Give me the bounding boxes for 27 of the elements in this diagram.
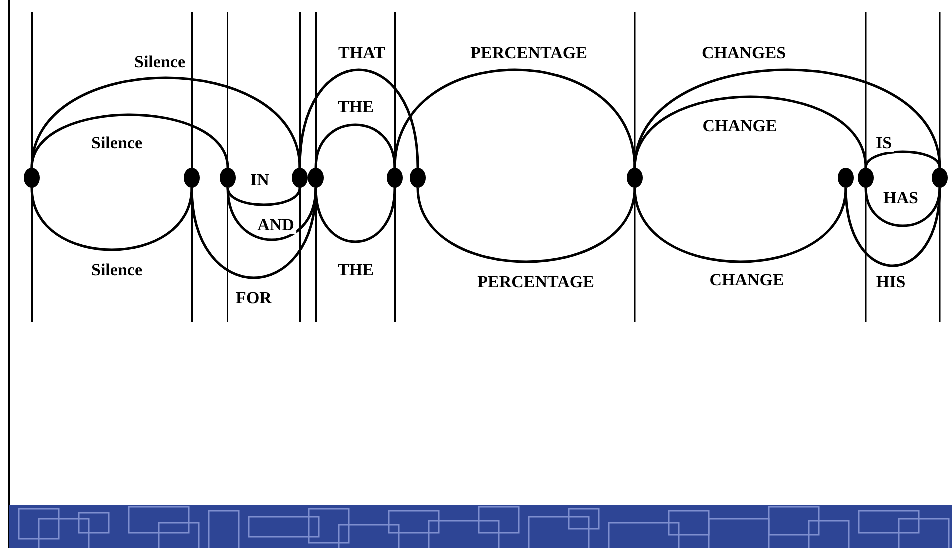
arc-connector [190, 188, 318, 280]
lattice-node [184, 168, 200, 188]
arc-connector [30, 76, 302, 168]
lattice-node [627, 168, 643, 188]
arc-connector [634, 188, 848, 264]
arc-connector [394, 68, 636, 168]
lattice-node [24, 168, 40, 188]
lattice-node [858, 168, 874, 188]
lattice-node [292, 168, 308, 188]
arc-connector [226, 188, 318, 242]
arc-connector [30, 114, 230, 168]
lattice-node [410, 168, 426, 188]
lattice-node [932, 168, 948, 188]
lattice-node [308, 168, 324, 188]
arc-connector [298, 69, 420, 168]
arc-connector [634, 96, 868, 168]
arc-connector [416, 188, 636, 264]
lattice-node [838, 168, 854, 188]
arc-connector [314, 188, 396, 244]
arc-connector [314, 124, 396, 168]
arc-connector [844, 188, 942, 268]
arc-connector [226, 188, 302, 206]
arc-connector [30, 188, 194, 252]
arc-connector [864, 188, 942, 228]
arc-connector [864, 150, 942, 168]
lattice-node [220, 168, 236, 188]
lattice-node [387, 168, 403, 188]
